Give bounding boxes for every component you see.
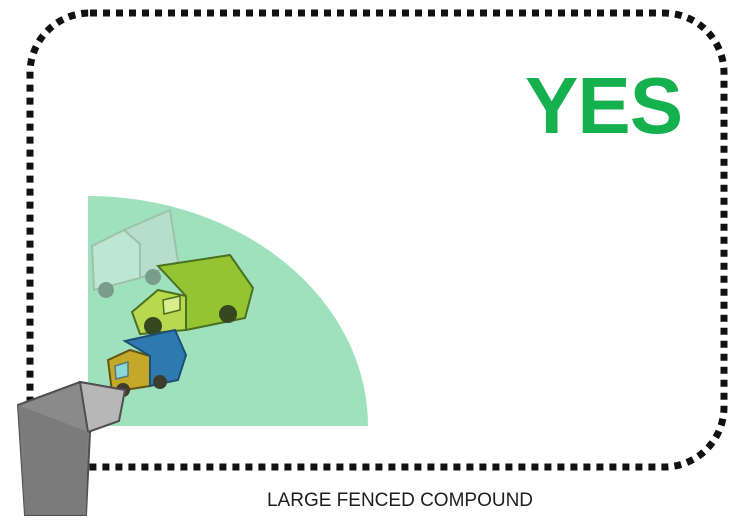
sensor-device bbox=[18, 382, 125, 515]
verdict-label: YES bbox=[525, 66, 682, 146]
diagram-caption: LARGE FENCED COMPOUND bbox=[240, 490, 560, 513]
